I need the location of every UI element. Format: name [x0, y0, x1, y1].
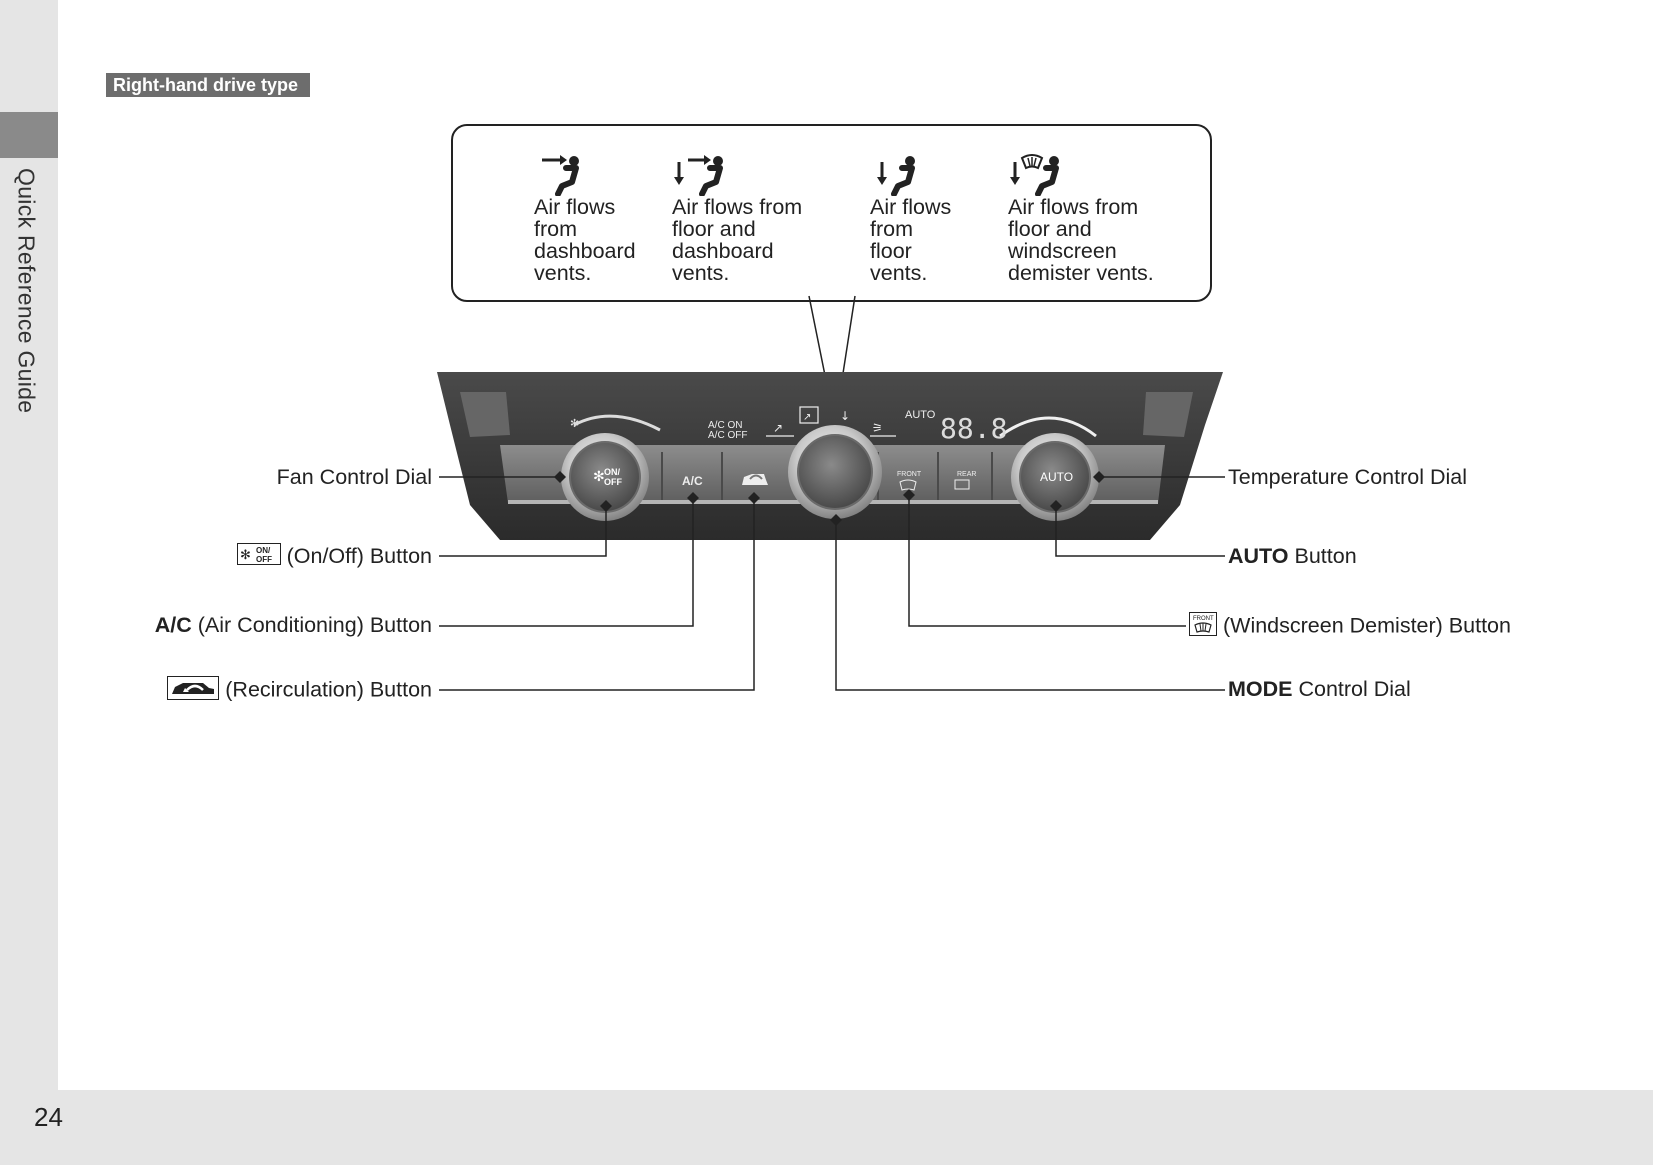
section-tab-marker: [0, 112, 58, 158]
panel-face-mode-icon: ↗: [773, 421, 783, 435]
leader-ac-button: [439, 498, 694, 627]
fan-dial-off-label: OFF: [604, 477, 622, 487]
fan-control-dial[interactable]: ✻ ON/ OFF: [561, 433, 649, 521]
recirculation-panel-icon[interactable]: [742, 474, 768, 485]
auto-indicator: AUTO: [905, 409, 936, 421]
fan-control-dial-label: Fan Control Dial: [276, 465, 432, 489]
page-number: 24: [34, 1102, 63, 1132]
temperature-display: 88.8: [940, 412, 1007, 445]
airflow-modes-callout: Air flows from dashboard vents. Air flow…: [451, 124, 1212, 302]
leader-recirculation-button: [439, 498, 755, 691]
leader-mode-dial: [835, 520, 1225, 691]
mode-bi-level: Air flows from floor and dashboard vents…: [672, 152, 802, 284]
demister-button-label: FRONT (Windscreen Demister) Button: [1189, 612, 1511, 642]
footer-strip: [0, 1090, 1653, 1165]
auto-button-label: AUTO Button: [1228, 544, 1357, 568]
side-strip: [0, 0, 58, 1165]
svg-text:↗: ↗: [803, 412, 811, 423]
front-defrost-icon: FRONT: [1189, 612, 1217, 642]
panel-floor-mode-icon: ↓: [840, 409, 850, 423]
mode-bi-level-text: Air flows from floor and dashboard vents…: [672, 195, 803, 285]
panel-defrost-mode-icon: ⚞: [872, 421, 883, 435]
mode-floor-defrost: Air flows from floor and windscreen demi…: [1008, 152, 1154, 284]
mode-control-dial[interactable]: [788, 425, 882, 519]
svg-text:REAR: REAR: [957, 471, 976, 478]
svg-text:FRONT: FRONT: [897, 471, 922, 478]
recirculation-button-label: (Recirculation) Button: [167, 676, 432, 706]
floor-vent-icon: [870, 152, 951, 197]
fan-on-off-icon: ✻ ON/ OFF: [236, 543, 281, 571]
auto-dial-label: AUTO: [1040, 470, 1073, 484]
drive-type-badge: Right-hand drive type: [106, 73, 311, 97]
leader-on-off-button: [439, 506, 607, 557]
ac-off-indicator: A/C OFF: [708, 430, 747, 441]
ac-button-label[interactable]: A/C: [682, 474, 703, 488]
face-vent-icon: [534, 152, 636, 197]
recirculation-icon: [167, 676, 220, 706]
leader-auto-button: [1055, 506, 1225, 557]
bi-level-vent-icon: [672, 152, 802, 197]
floor-defrost-vent-icon: [1008, 152, 1154, 197]
temperature-arc: [999, 416, 1097, 438]
mode-face: Air flows from dashboard vents.: [534, 152, 636, 284]
temperature-control-dial[interactable]: AUTO: [1011, 433, 1099, 521]
mode-floor-defrost-text: Air flows from floor and windscreen demi…: [1008, 195, 1154, 285]
fan-small-icon: ✻: [570, 417, 579, 430]
svg-text:✻: ✻: [240, 548, 251, 563]
fan-speed-arc: [573, 414, 661, 432]
svg-text:FRONT: FRONT: [1193, 616, 1214, 622]
mode-face-text: Air flows from dashboard vents.: [534, 195, 636, 285]
leader-demister-button: [908, 495, 1186, 627]
ac-on-indicator: A/C ON: [708, 420, 742, 431]
rear-demister-panel-button[interactable]: REAR: [954, 471, 976, 490]
front-demister-panel-button[interactable]: FRONT: [897, 471, 922, 491]
panel-bilevel-mode-icon: [799, 406, 819, 424]
ac-button-label-text: A/C (Air Conditioning) Button: [154, 613, 432, 637]
mode-control-dial-label: MODE Control Dial: [1228, 677, 1411, 701]
svg-text:OFF: OFF: [256, 555, 272, 564]
mode-floor: Air flows from floor vents.: [870, 152, 951, 284]
mode-floor-text: Air flows from floor vents.: [870, 195, 952, 285]
fan-icon: ✻: [593, 469, 605, 485]
fan-dial-on-label: ON/: [604, 467, 621, 477]
svg-text:ON/: ON/: [256, 546, 271, 555]
temperature-control-dial-label: Temperature Control Dial: [1228, 465, 1467, 489]
on-off-button-label: ✻ ON/ OFF (On/Off) Button: [236, 543, 432, 571]
